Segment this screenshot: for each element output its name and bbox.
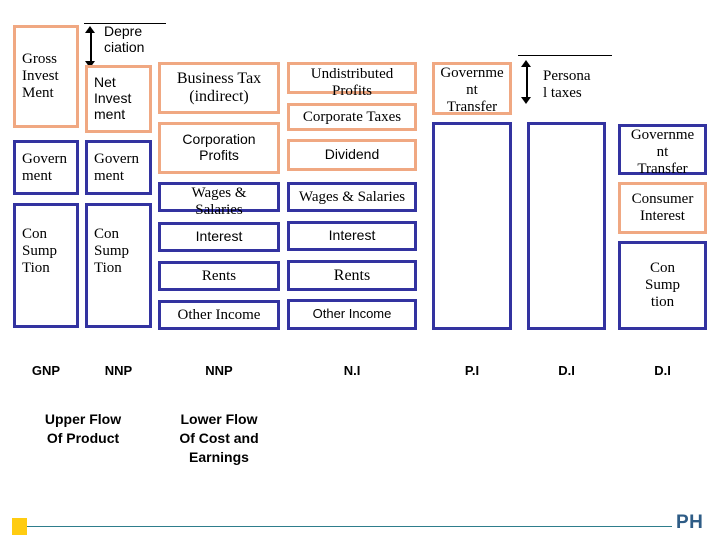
box-dividend[interactable]: Dividend bbox=[287, 139, 417, 171]
box-gnp-consumption-label: Con Sump Tion bbox=[22, 226, 58, 276]
agg-label-ni: N.I bbox=[343, 363, 361, 378]
agg-label-gnp: GNP bbox=[31, 363, 61, 378]
box-consumer-interest-label: Consumer Interest bbox=[631, 191, 694, 224]
box-ni-interest-label: Interest bbox=[328, 227, 376, 244]
box-dividend-label: Dividend bbox=[324, 146, 380, 163]
depreciation-caption: Depre ciation bbox=[104, 23, 145, 55]
box-nnp-other-income-label: Other Income bbox=[177, 306, 261, 323]
box-pi-aggregate[interactable] bbox=[432, 122, 512, 330]
box-gross-investment-label: Gross Invest Ment bbox=[22, 51, 59, 101]
box-nnp-consumption-label: Con Sump Tion bbox=[94, 226, 130, 276]
footer-square-decoration bbox=[12, 518, 27, 535]
box-ni-wages-salaries[interactable]: Wages & Salaries bbox=[287, 182, 417, 212]
box-business-tax-label: Business Tax (indirect) bbox=[176, 70, 262, 105]
box-undistributed-profits-label: Undistributed Profits bbox=[310, 66, 394, 99]
box-gnp-government-label: Govern ment bbox=[22, 150, 67, 184]
footer-logo-ph: PH bbox=[676, 512, 704, 533]
agg-label-nnp-product: NNP bbox=[104, 363, 133, 378]
box-nnp-consumption[interactable]: Con Sump Tion bbox=[85, 203, 152, 328]
box-ni-wages-salaries-label: Wages & Salaries bbox=[298, 188, 406, 205]
box-corporation-profits-label: Corporation Profits bbox=[182, 131, 256, 163]
box-ni-other-income[interactable]: Other Income bbox=[287, 299, 417, 330]
box-ni-other-income-label: Other Income bbox=[312, 306, 392, 322]
footer-divider-line bbox=[27, 526, 672, 527]
box-pi-government-transfer-label: Governme nt Transfer bbox=[440, 65, 504, 115]
box-nnp-government[interactable]: Govern ment bbox=[85, 140, 152, 195]
box-nnp-interest-label: Interest bbox=[195, 228, 243, 245]
box-ni-rents-label: Rents bbox=[333, 266, 371, 284]
box-di-government-transfer[interactable]: Governme nt Transfer bbox=[618, 124, 707, 177]
personal-taxes-top-rule bbox=[518, 55, 612, 56]
box-net-investment[interactable]: Net Invest ment bbox=[85, 65, 152, 133]
box-pi-government-transfer[interactable]: Governme nt Transfer bbox=[432, 62, 512, 115]
box-undistributed-profits[interactable]: Undistributed Profits bbox=[287, 62, 417, 99]
personal-taxes-caption: Persona l taxes bbox=[543, 68, 591, 101]
box-ni-rents[interactable]: Rents bbox=[287, 260, 417, 291]
box-nnp-rents[interactable]: Rents bbox=[158, 261, 280, 291]
box-di-government-transfer-label: Governme nt Transfer bbox=[630, 127, 695, 177]
box-corporation-profits[interactable]: Corporation Profits bbox=[158, 122, 280, 174]
box-nnp-wages-salaries[interactable]: Wages & Salaries bbox=[158, 182, 280, 218]
box-net-investment-label: Net Invest ment bbox=[94, 74, 132, 122]
box-nnp-interest[interactable]: Interest bbox=[158, 222, 280, 252]
box-nnp-rents-label: Rents bbox=[201, 267, 237, 284]
agg-label-di-right: D.I bbox=[654, 363, 671, 378]
personal-taxes-arrow-icon bbox=[521, 60, 532, 104]
depreciation-arrow-icon bbox=[85, 26, 96, 68]
box-corporate-taxes[interactable]: Corporate Taxes bbox=[287, 103, 417, 131]
box-di-aggregate[interactable] bbox=[527, 122, 606, 330]
box-consumer-interest[interactable]: Consumer Interest bbox=[618, 182, 707, 234]
box-di-consumption-label: Con Sump tion bbox=[644, 260, 680, 310]
box-business-tax[interactable]: Business Tax (indirect) bbox=[158, 62, 280, 114]
box-gnp-consumption[interactable]: Con Sump Tion bbox=[13, 203, 79, 328]
box-di-consumption[interactable]: Con Sump tion bbox=[618, 241, 707, 330]
agg-label-nnp-cost: NNP bbox=[205, 363, 233, 378]
box-nnp-other-income[interactable]: Other Income bbox=[158, 300, 280, 330]
box-nnp-wages-salaries-label: Wages & Salaries bbox=[191, 185, 247, 218]
flow-label-upper: Upper Flow Of Product bbox=[44, 411, 122, 446]
depreciation-top-rule bbox=[84, 23, 166, 24]
agg-label-pi: P.I bbox=[464, 363, 480, 378]
flow-label-lower: Lower Flow Of Cost and Earnings bbox=[179, 411, 259, 465]
box-gross-investment[interactable]: Gross Invest Ment bbox=[13, 25, 79, 128]
box-corporate-taxes-label: Corporate Taxes bbox=[302, 108, 402, 125]
agg-label-di-left: D.I bbox=[558, 363, 575, 378]
box-ni-interest[interactable]: Interest bbox=[287, 221, 417, 251]
box-nnp-government-label: Govern ment bbox=[94, 150, 139, 184]
box-gnp-government[interactable]: Govern ment bbox=[13, 140, 79, 195]
